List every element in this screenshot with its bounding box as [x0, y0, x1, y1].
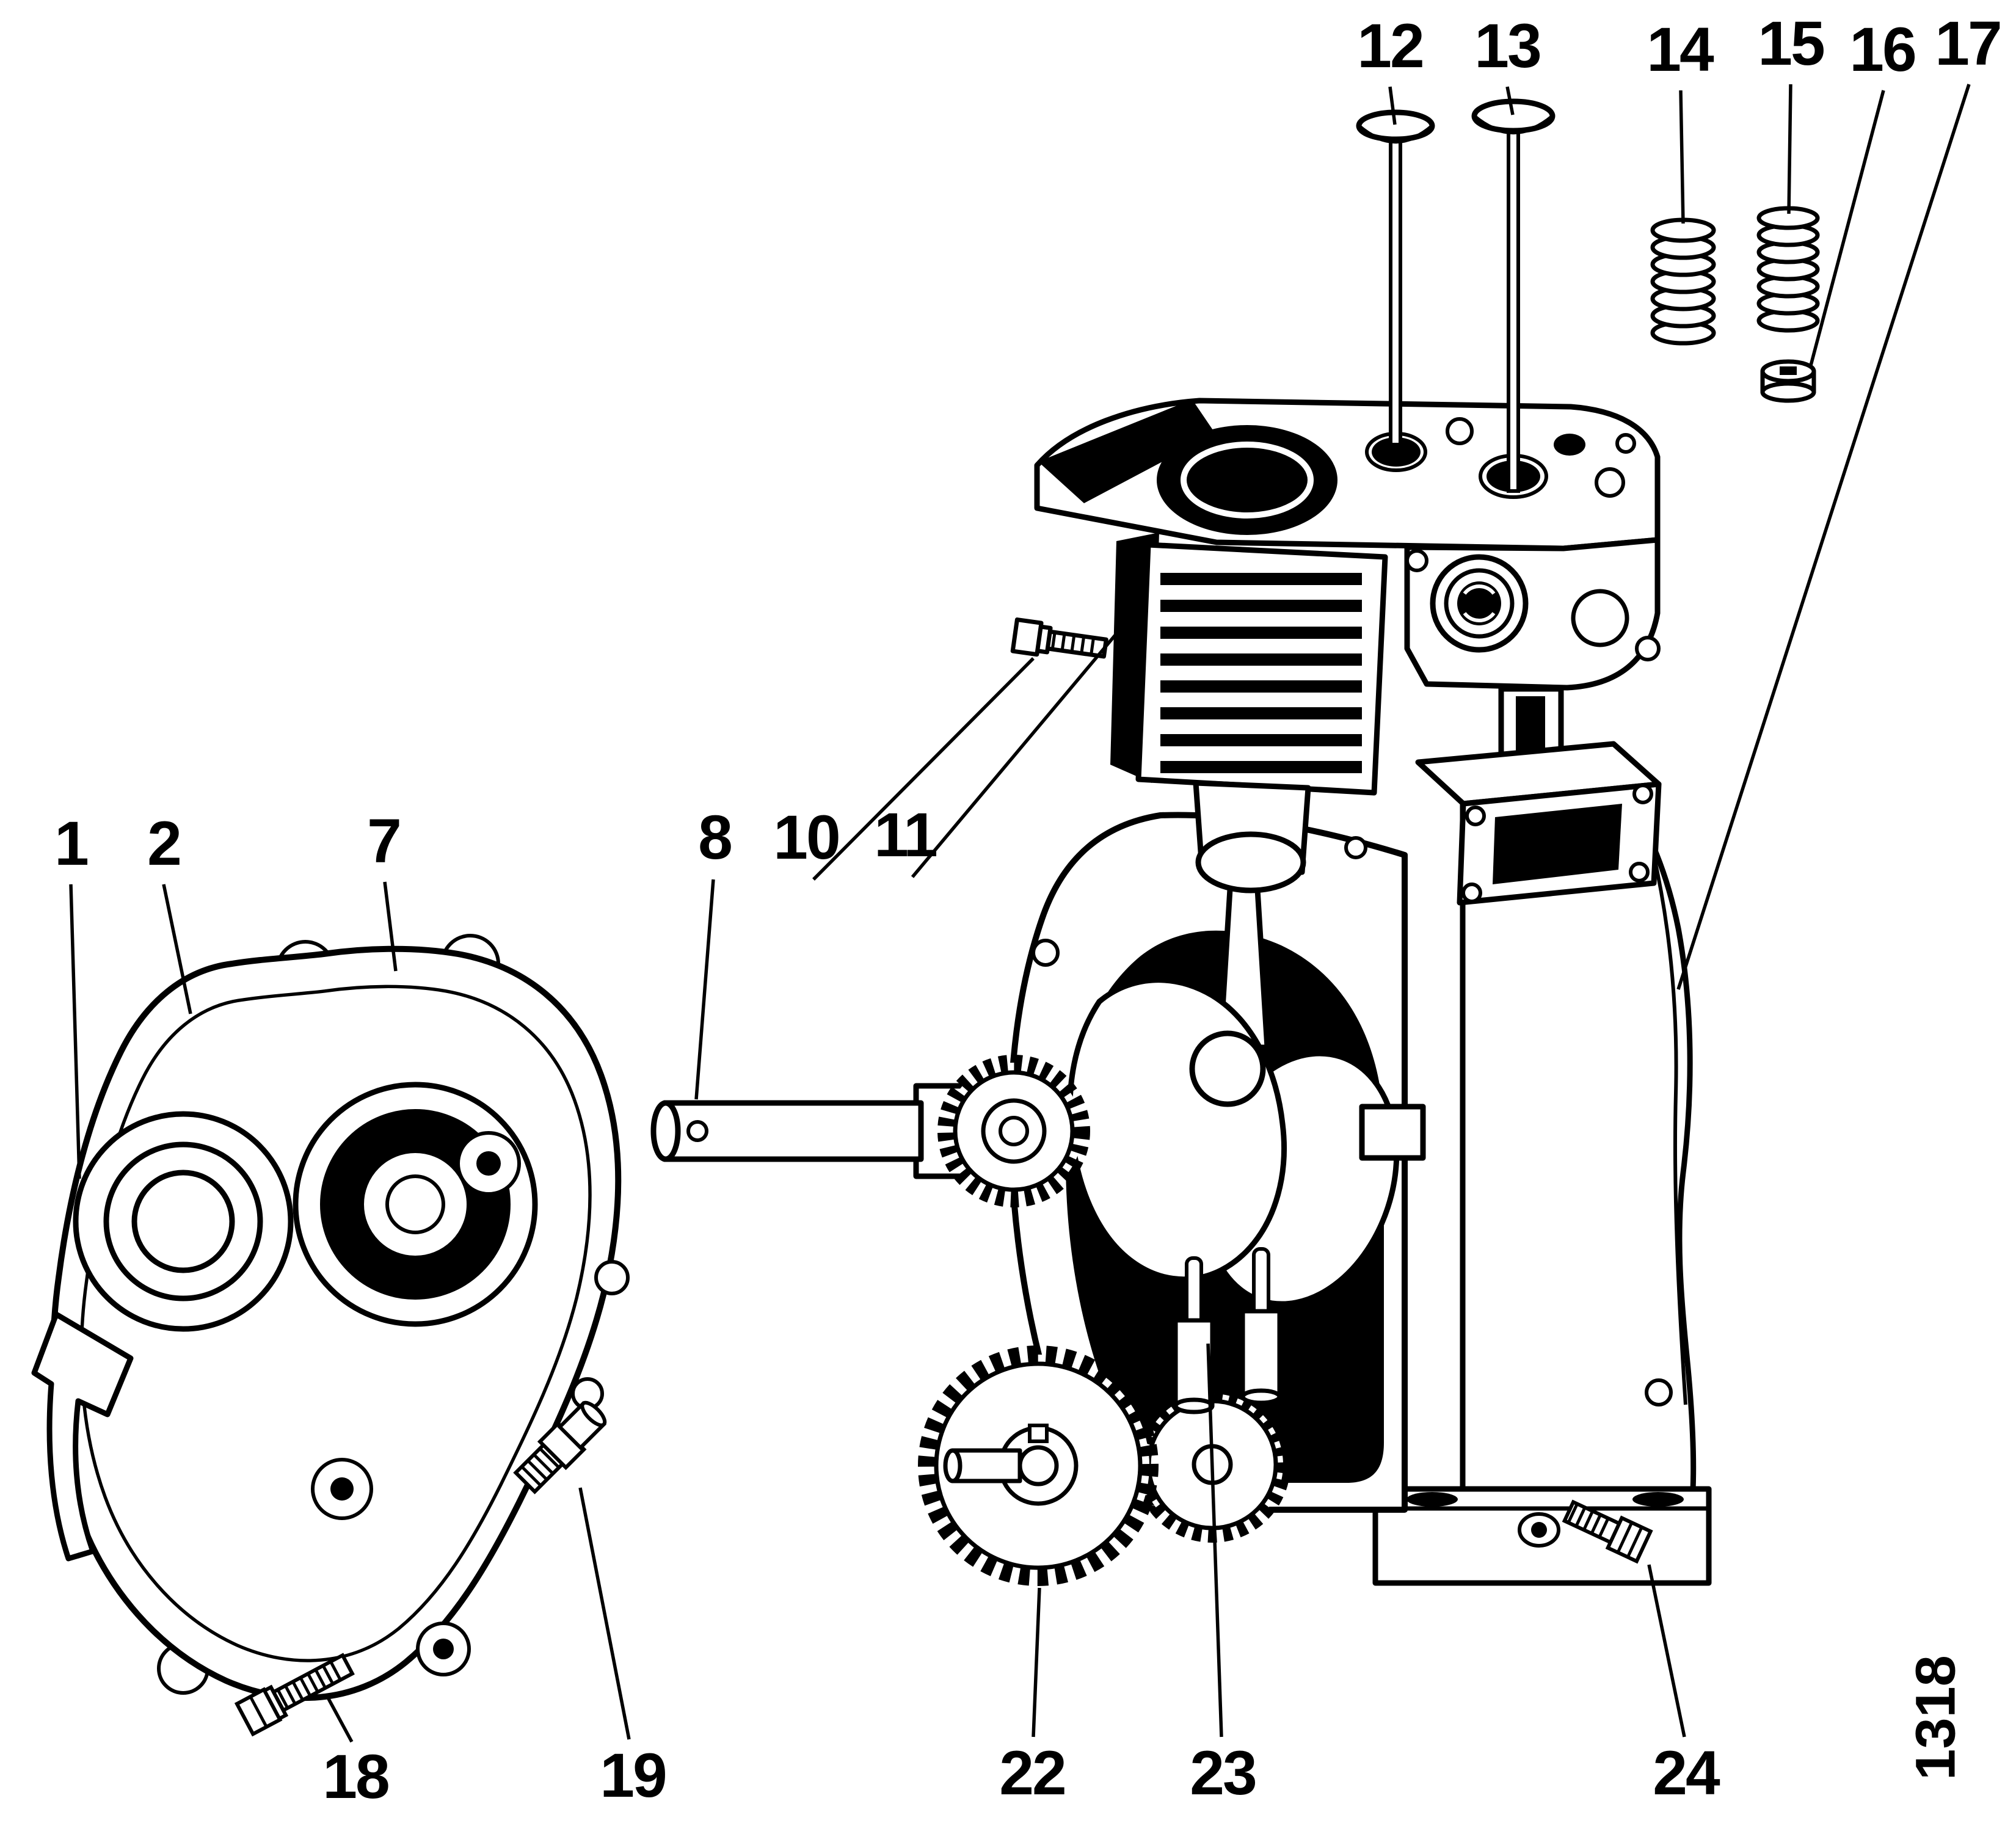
leader-22 — [1032, 1587, 1041, 1738]
drain-plug — [1562, 1499, 1653, 1564]
cooling-fins — [1160, 573, 1362, 773]
crankcase-foot-flange — [1372, 1486, 1712, 1586]
cylinder-barrel — [1110, 533, 1388, 893]
callout-22: 22 — [999, 1738, 1066, 1808]
cover-lever — [31, 1311, 134, 1562]
valve-tappets — [1173, 1247, 1282, 1414]
cylinder-base-bolt — [1010, 617, 1108, 659]
figure-number: 1318 — [1904, 1655, 1967, 1780]
leader-7 — [383, 881, 398, 972]
leader-15 — [1787, 84, 1792, 214]
side-cover-plate — [50, 945, 622, 1701]
side-cover — [31, 934, 630, 1701]
leader-24 — [1647, 1564, 1686, 1738]
callout-18: 18 — [322, 1742, 390, 1811]
leader-1 — [69, 884, 81, 1179]
callout-13: 13 — [1474, 11, 1541, 81]
breather-fitting — [513, 1400, 607, 1494]
callout-11: 11 — [874, 800, 938, 870]
leader-12 — [1388, 86, 1397, 125]
leader-17 — [1676, 84, 1971, 990]
callout-10: 10 — [773, 802, 840, 872]
callout-8: 8 — [698, 802, 733, 872]
valve-spring-left — [1650, 217, 1716, 346]
crankshaft-shaft — [661, 1100, 924, 1162]
callout-2: 2 — [147, 809, 182, 878]
leader-10 — [812, 657, 1035, 881]
camshaft-gear — [918, 1345, 1159, 1586]
callout-14: 14 — [1647, 15, 1714, 84]
valve-exhaust — [1471, 98, 1556, 493]
crankshaft-assembly — [650, 977, 1426, 1307]
leader-8 — [694, 879, 715, 1100]
callout-12: 12 — [1357, 11, 1424, 81]
cylinder-head — [1034, 398, 1661, 691]
valve-intake — [1356, 109, 1435, 446]
spring-retainer — [1760, 359, 1816, 403]
callout-19: 19 — [600, 1741, 667, 1810]
callout-24: 24 — [1653, 1738, 1720, 1808]
leader-2 — [162, 884, 192, 1014]
piston — [1195, 831, 1306, 893]
callout-23: 23 — [1190, 1738, 1257, 1808]
crank-pin — [1189, 1030, 1266, 1107]
spark-plug-hole — [1457, 581, 1501, 625]
callout-7: 7 — [367, 806, 402, 876]
leader-19 — [578, 1487, 631, 1740]
leader-16 — [1808, 90, 1885, 368]
leader-23 — [1206, 1343, 1223, 1738]
callout-17: 17 — [1935, 9, 2002, 78]
leader-18 — [326, 1695, 354, 1743]
callout-1: 1 — [54, 809, 89, 878]
callout-15: 15 — [1758, 9, 1825, 78]
leader-14 — [1679, 90, 1685, 224]
leader-lines — [69, 84, 1971, 1743]
intake-flange — [1415, 741, 1662, 906]
crankcase-right-side — [1460, 788, 1697, 1493]
leader-11 — [911, 634, 1117, 878]
cover-bolt — [234, 1653, 355, 1737]
locating-dowel — [1116, 617, 1129, 629]
leader-13 — [1505, 86, 1515, 115]
callout-16: 16 — [1849, 15, 1916, 84]
valve-port-intake — [1372, 437, 1421, 467]
valve-spring-right — [1756, 206, 1820, 333]
